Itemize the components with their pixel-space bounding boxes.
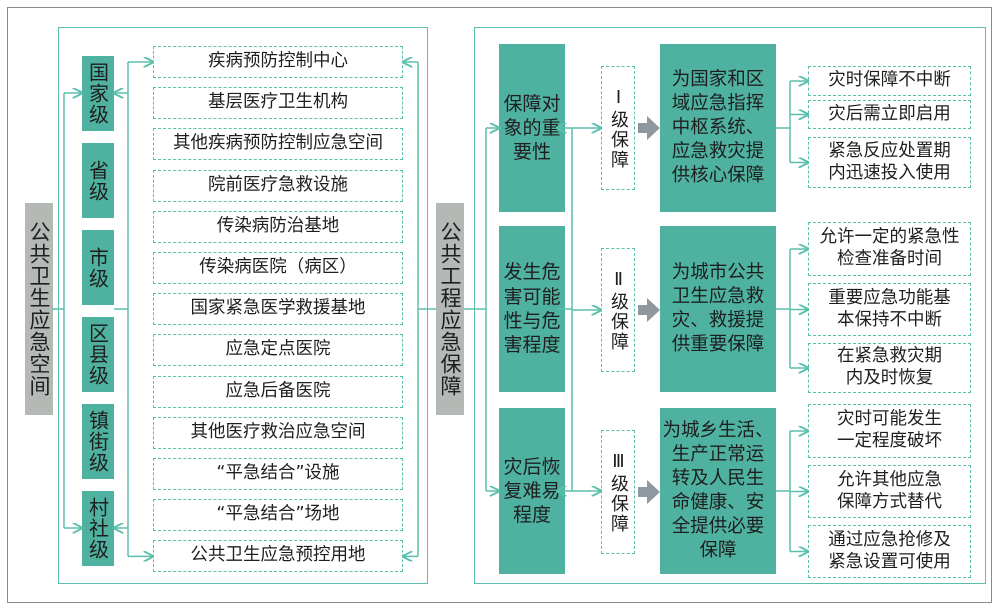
grade-box: Ⅱ级保障 [601,248,635,372]
grade-box: Ⅲ级保障 [601,430,635,554]
requirement-line: 检查准备时间 [837,249,942,269]
requirement-item: 通过应急抢修及紧急设置可使用 [808,525,971,578]
description-line: 为城乡生活、 [662,419,774,441]
description-line: 供重要保障 [671,334,765,356]
requirement-item: 灾时可能发生一定程度破坏 [808,404,971,458]
grade-description: 为城乡生活、生产正常运转及人民生命健康、安全提供必要保障 [660,408,776,574]
facility-item: 应急定点医院 [153,334,403,367]
requirement-line: 在紧急救灾期 [837,346,942,367]
facility-item: 传染病防治基地 [153,210,403,243]
facility-item: 基层医疗卫生机构 [153,87,403,120]
requirement-item: 灾时保障不中断 [808,66,971,96]
description-line: 保障 [699,540,737,562]
description-line: 中枢系统、 [671,116,765,138]
level-county: 区县级 [82,317,114,392]
facility-item: 国家紧急医学救援基地 [153,293,403,326]
requirement-line: 内及时恢复 [845,368,934,388]
requirement-line: 灾时可能发生 [837,409,942,430]
facility-item: 传染病医院（病区） [153,252,403,284]
facility-item: “平急结合”设施 [153,458,403,490]
requirement-line: 重要应急功能基 [828,287,951,308]
description-line: 域应急指挥 [671,92,765,114]
description-line: 灾、救援提 [671,310,765,331]
requirement-line: 内迅速投入使用 [828,162,951,183]
facility-item: “平急结合”场地 [153,499,403,532]
left-panel-frame [58,27,428,584]
description-line: 为城市公共 [671,261,765,283]
requirement-line: 紧急设置可使用 [828,551,951,572]
facility-item: 院前医疗急救设施 [153,169,403,202]
facility-item: 疾病预防控制中心 [153,46,403,78]
requirement-line: 保障方式替代 [837,491,942,512]
criterion-box: 保障对象的重要性 [499,44,565,212]
description-line: 卫生应急救 [671,285,765,307]
level-national: 国家级 [82,56,114,131]
description-line: 命健康、安 [671,492,765,513]
right-panel-frame [474,27,986,584]
requirement-item: 灾后需立即启用 [808,100,971,129]
level-village: 村社级 [82,491,114,566]
requirement-line: 允许一定的紧急性 [819,227,960,248]
right-root-label: 公共工程应急保障 [436,203,464,415]
outer-frame [7,7,992,603]
requirement-line: 本保持不中断 [837,309,942,330]
level-town: 镇街级 [82,404,114,479]
requirement-line: 通过应急抢修及 [828,529,951,550]
criterion-box: 灾后恢复难易程度 [499,408,565,574]
criterion-box: 发生危害可能性与危害程度 [499,226,565,392]
requirement-item: 紧急反应处置期内迅速投入使用 [808,137,971,188]
facility-item: 其他疾病预防控制应急空间 [153,128,403,161]
requirement-line: 一定程度破坏 [837,431,942,451]
description-line: 生产正常运 [671,443,765,465]
grade-description: 为城市公共卫生应急救灾、救援提供重要保障 [660,226,776,392]
facility-item: 其他医疗救治应急空间 [153,416,403,449]
requirement-line: 允许其他应急 [837,469,942,490]
description-line: 供核心保障 [671,165,765,187]
requirement-item: 重要应急功能基本保持不中断 [808,283,971,336]
requirement-line: 紧急反应处置期 [828,140,951,161]
description-line: 为国家和区 [671,68,765,90]
description-line: 转及人民生 [671,467,765,489]
requirement-item: 允许一定的紧急性检查准备时间 [808,222,971,276]
grade-description: 为国家和区域应急指挥中枢系统、应急救灾提供核心保障 [660,44,776,212]
facility-item: 应急后备医院 [153,375,403,408]
requirement-line: 灾后需立即启用 [828,103,951,124]
description-line: 应急救灾提 [671,141,765,163]
left-root-label: 公共卫生应急空间 [25,203,53,415]
requirement-line: 灾时保障不中断 [828,70,951,91]
level-province: 省级 [82,143,114,218]
requirement-item: 在紧急救灾期内及时恢复 [808,343,971,393]
facility-item: 公共卫生应急预控用地 [153,540,403,573]
description-line: 全提供必要 [671,516,765,538]
grade-box: Ⅰ级保障 [601,66,635,190]
requirement-item: 允许其他应急保障方式替代 [808,465,971,518]
level-city: 市级 [82,230,114,305]
